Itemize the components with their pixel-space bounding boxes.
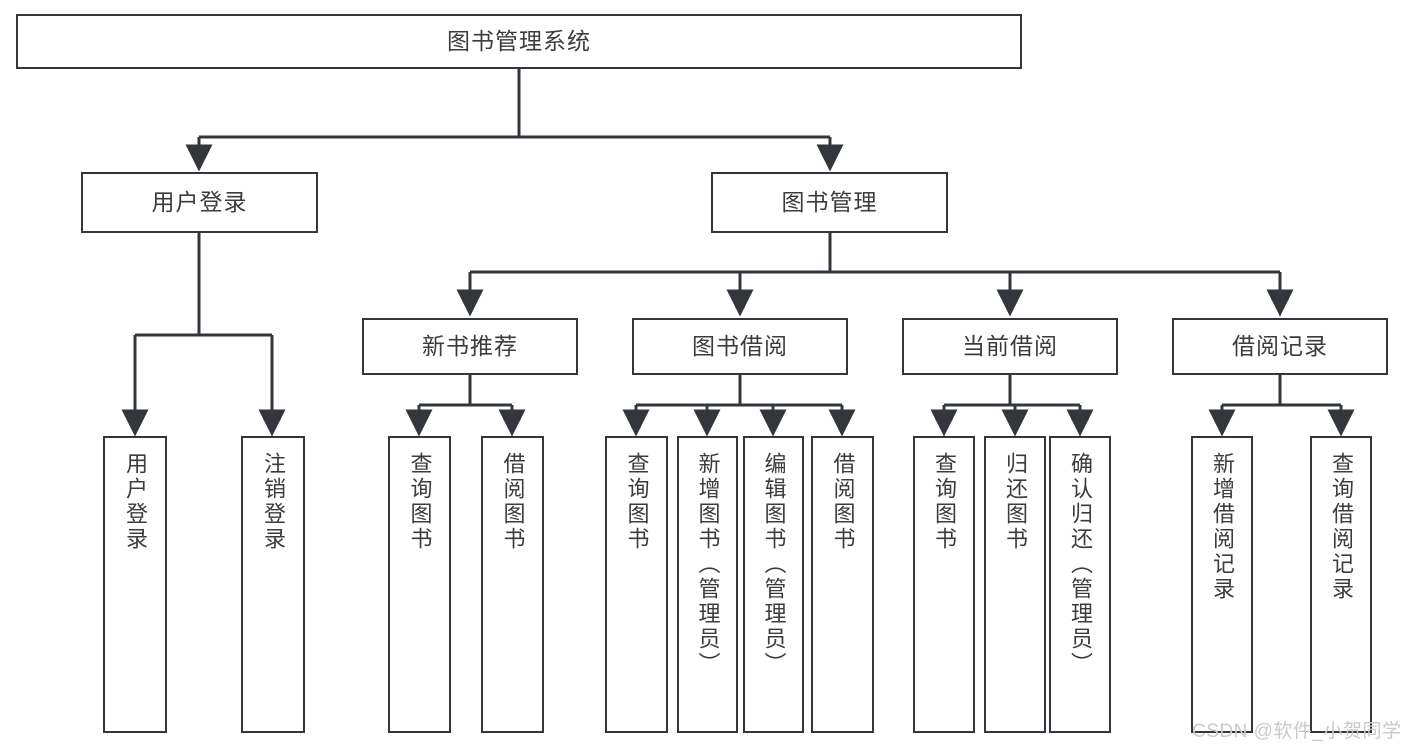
node-label: 借阅图书 (500, 452, 526, 552)
leaf-user-login-login[interactable]: 用户登录 (103, 436, 167, 733)
node-label: 新增图书（管理员） (695, 452, 721, 677)
node-label: 查询图书 (407, 452, 433, 552)
node-new-book-recommendation[interactable]: 新书推荐 (362, 318, 578, 375)
node-book-borrowing[interactable]: 图书借阅 (632, 318, 848, 375)
node-label: 查询图书 (624, 452, 650, 552)
leaf-current-return-book[interactable]: 归还图书 (984, 436, 1046, 733)
node-label: 新书推荐 (422, 332, 518, 359)
leaf-record-add-record[interactable]: 新增借阅记录 (1191, 436, 1253, 733)
leaf-current-query-book[interactable]: 查询图书 (913, 436, 975, 733)
leaf-borrow-query-book[interactable]: 查询图书 (605, 436, 668, 733)
node-label: 归还图书 (1003, 452, 1028, 552)
node-borrowing-record[interactable]: 借阅记录 (1172, 318, 1388, 375)
leaf-borrow-edit-book-admin[interactable]: 编辑图书（管理员） (743, 436, 804, 733)
node-label: 编辑图书（管理员） (761, 452, 787, 677)
node-label: 查询借阅记录 (1329, 452, 1354, 602)
node-current-borrowing[interactable]: 当前借阅 (902, 318, 1118, 375)
leaf-current-confirm-return-admin[interactable]: 确认归还（管理员） (1049, 436, 1111, 733)
leaf-borrow-borrow-book[interactable]: 借阅图书 (811, 436, 874, 733)
node-label: 当前借阅 (962, 332, 1058, 359)
node-label: 用户登录 (123, 452, 148, 552)
leaf-new-book-query[interactable]: 查询图书 (388, 436, 451, 733)
node-label: 借阅记录 (1232, 332, 1328, 359)
node-label: 用户登录 (151, 188, 248, 215)
node-book-management[interactable]: 图书管理 (711, 172, 948, 233)
leaf-user-login-logout[interactable]: 注销登录 (241, 436, 305, 733)
node-label: 图书管理 (781, 188, 878, 215)
node-label: 确认归还（管理员） (1068, 452, 1093, 677)
node-label: 查询图书 (932, 452, 957, 552)
node-label: 图书借阅 (692, 332, 788, 359)
node-root-book-management-system[interactable]: 图书管理系统 (16, 14, 1022, 69)
leaf-record-query-record[interactable]: 查询借阅记录 (1310, 436, 1372, 733)
node-label: 注销登录 (261, 452, 286, 552)
node-user-login[interactable]: 用户登录 (81, 172, 318, 233)
node-label: 借阅图书 (830, 452, 856, 552)
node-label: 图书管理系统 (447, 27, 591, 54)
leaf-new-book-borrow[interactable]: 借阅图书 (481, 436, 544, 733)
node-label: 新增借阅记录 (1210, 452, 1235, 602)
leaf-borrow-add-book-admin[interactable]: 新增图书（管理员） (677, 436, 738, 733)
